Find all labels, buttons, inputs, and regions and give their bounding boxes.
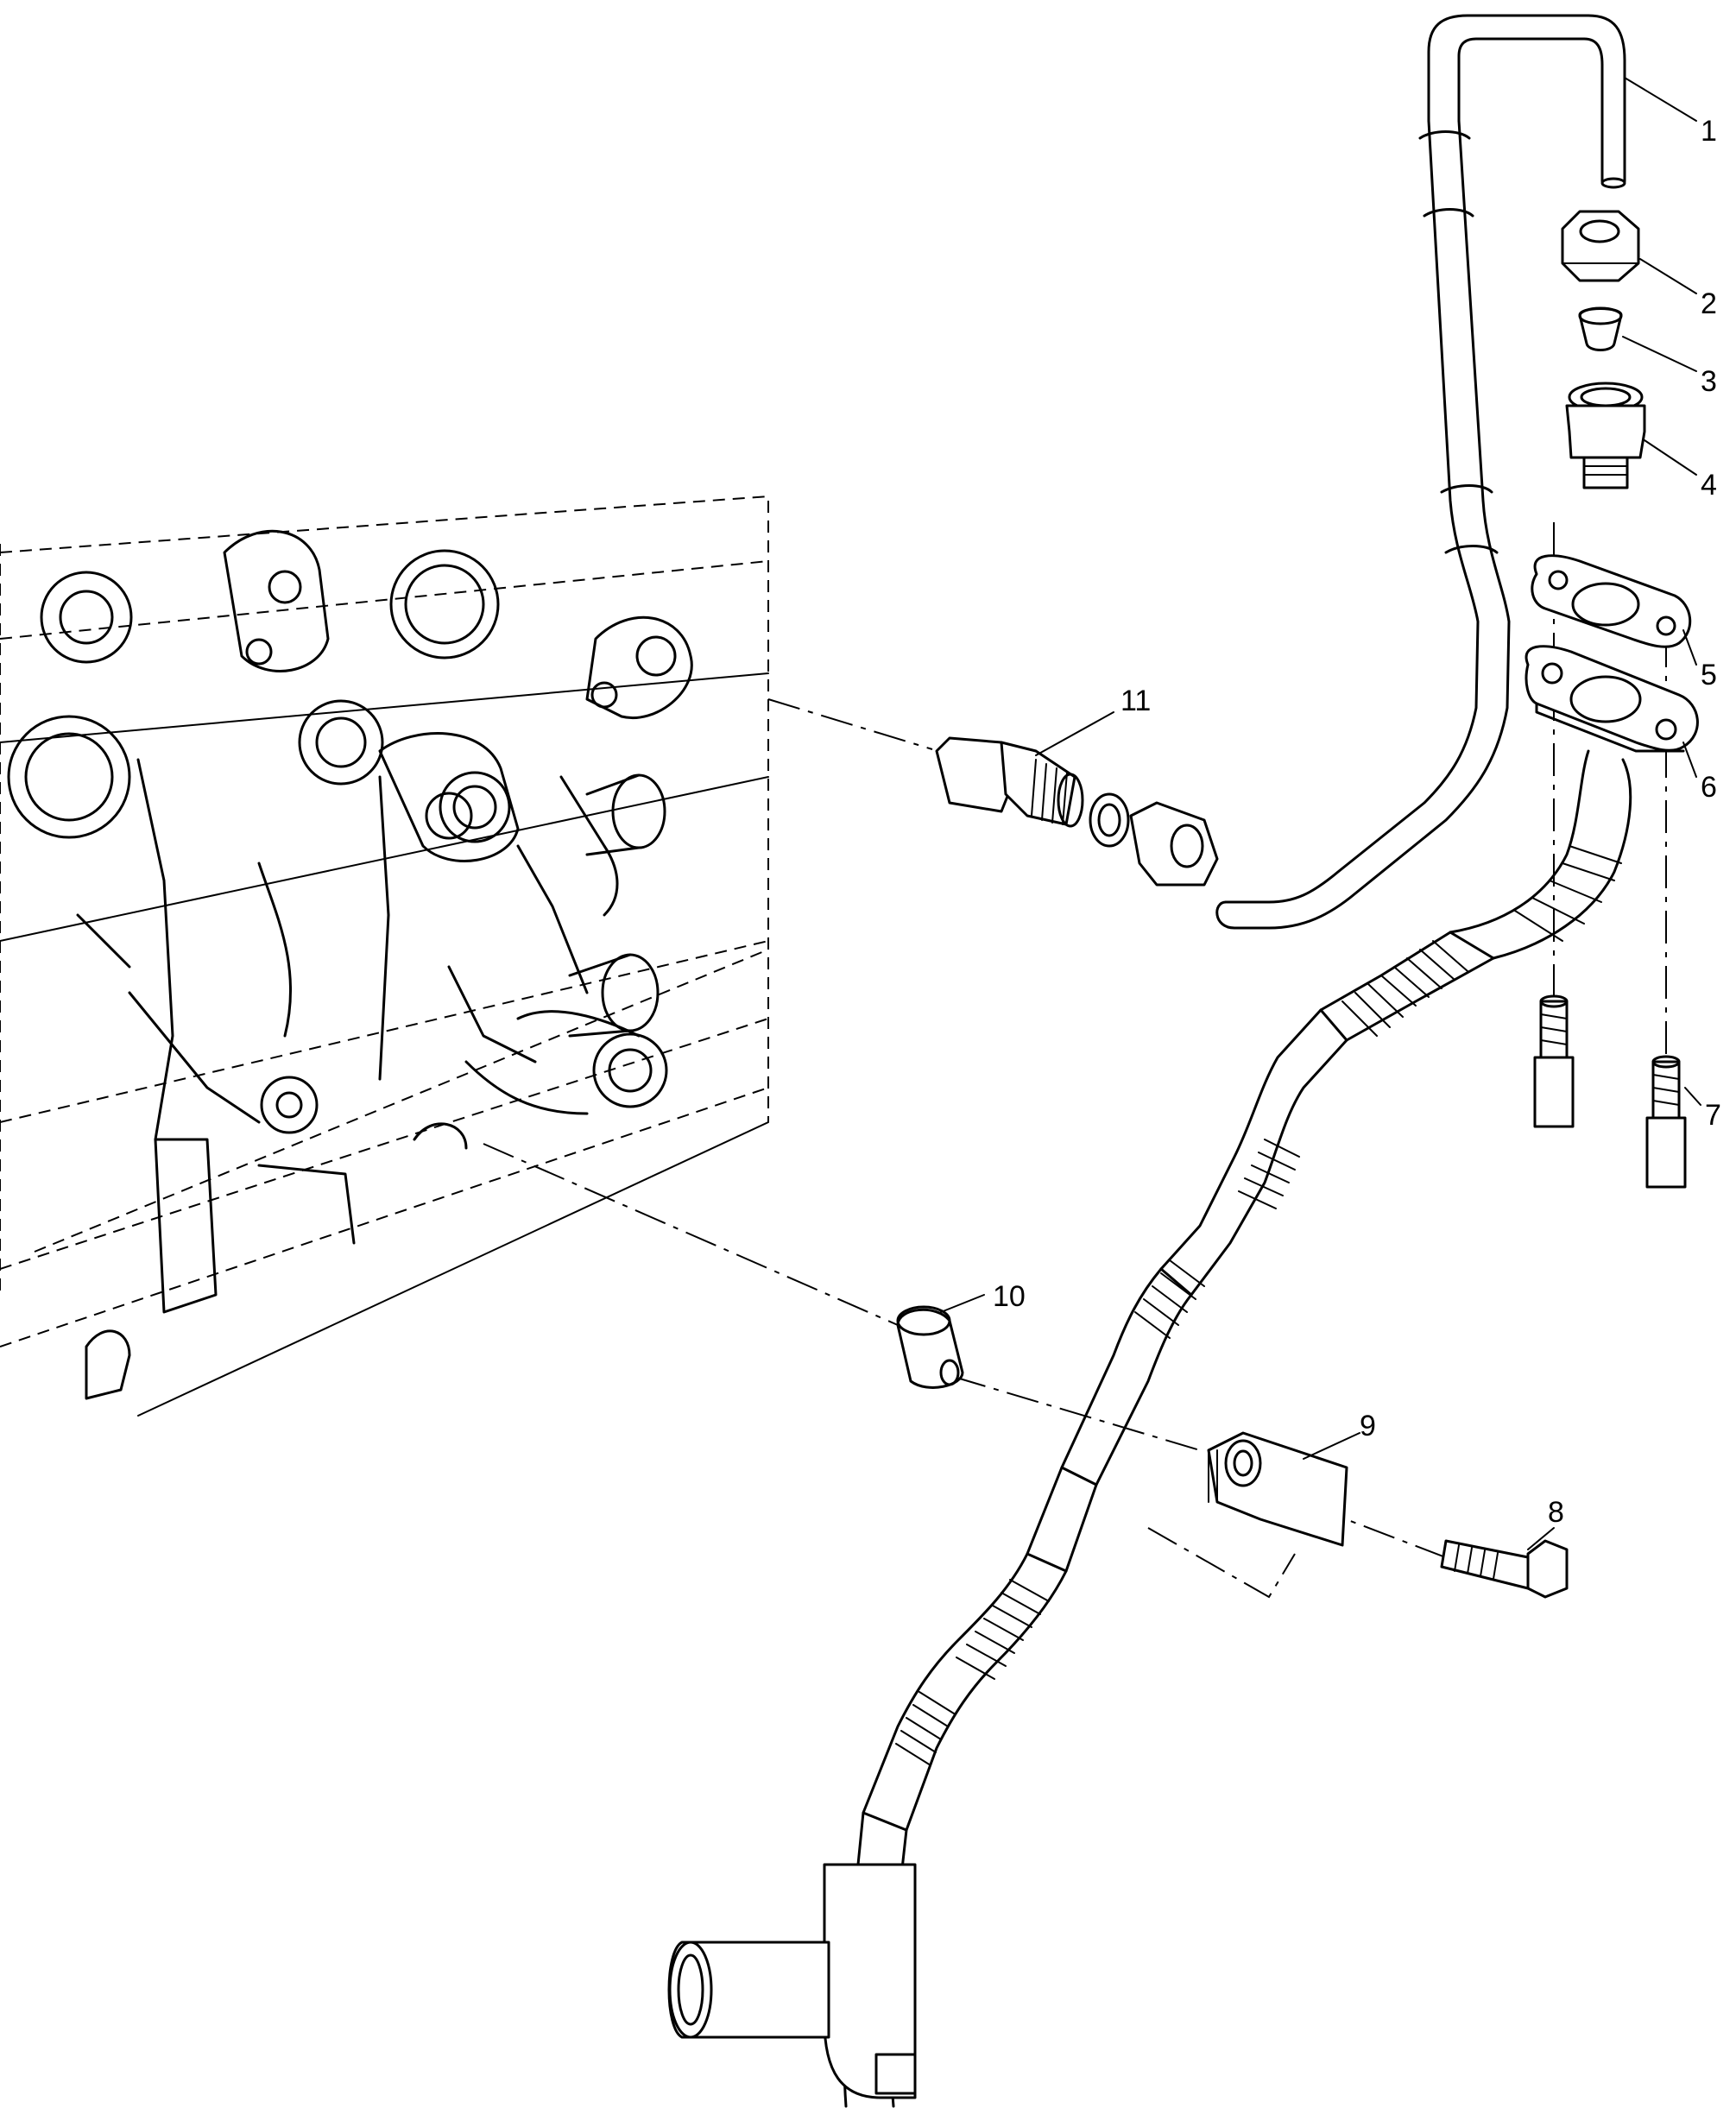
part-9-clamp <box>1207 1431 1348 1547</box>
callout-7: 7 <box>1705 1099 1721 1132</box>
part-6-flange <box>1525 645 1699 753</box>
callout-5: 5 <box>1701 659 1717 691</box>
part-3-sleeve <box>1578 306 1623 351</box>
part-8-bolt <box>1440 1539 1569 1599</box>
callout-3: 3 <box>1701 365 1717 398</box>
callout-8: 8 <box>1548 1496 1564 1529</box>
callout-11: 11 <box>1121 685 1151 717</box>
callout-1: 1 <box>1701 115 1717 148</box>
part-10-spacer <box>896 1305 964 1389</box>
part-1-oil-pipe <box>1215 14 1626 930</box>
flexible-return-hose <box>667 749 1632 2108</box>
callout-10: 10 <box>993 1280 1026 1313</box>
callout-6: 6 <box>1701 771 1717 804</box>
part-5-gasket <box>1531 554 1692 648</box>
engine-block <box>0 495 769 1417</box>
part-7-studs <box>1533 994 1687 1189</box>
callout-4: 4 <box>1701 469 1717 502</box>
part-2-nut <box>1561 210 1640 282</box>
callout-2: 2 <box>1701 287 1717 320</box>
leader-lines <box>940 77 1701 1550</box>
callout-labels: 1 2 3 4 5 6 7 8 9 10 11 <box>993 115 1721 1529</box>
callout-9: 9 <box>1360 1410 1376 1442</box>
part-4-adapter <box>1565 382 1646 489</box>
part-11-fitting <box>935 736 1219 887</box>
